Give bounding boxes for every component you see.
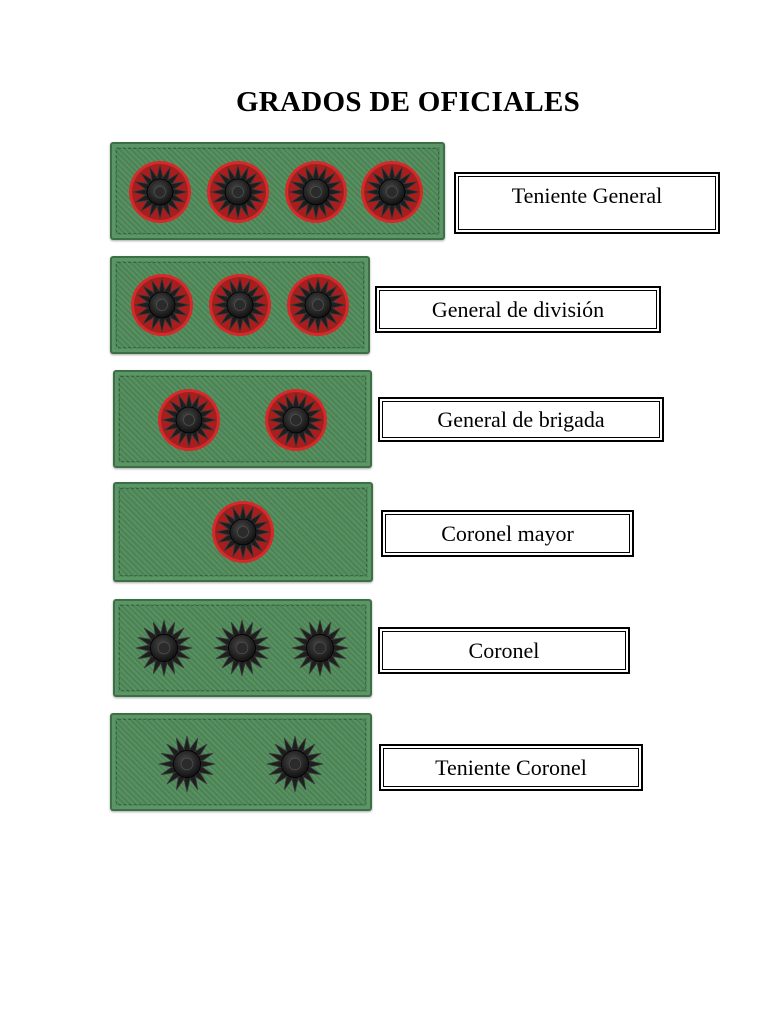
insignia-teniente-general bbox=[110, 142, 445, 240]
rank-label-box: General de brigada bbox=[378, 397, 664, 442]
rank-label-box: General de división bbox=[375, 286, 661, 333]
rank-label: Teniente General bbox=[511, 183, 663, 209]
insignia-coronel-mayor bbox=[113, 482, 373, 582]
insignia-teniente-coronel bbox=[110, 713, 372, 811]
sun-star-icon bbox=[156, 733, 218, 795]
sun-star-icon bbox=[211, 500, 275, 564]
sun-star-icon bbox=[284, 160, 348, 224]
sun-star-icon bbox=[211, 617, 273, 679]
sun-star-icon bbox=[289, 617, 351, 679]
insignia-coronel bbox=[113, 599, 372, 697]
rank-label-box: Coronel bbox=[378, 627, 630, 674]
rank-label-box: Coronel mayor bbox=[381, 510, 634, 557]
sun-star-icon bbox=[128, 160, 192, 224]
sun-star-icon bbox=[206, 160, 270, 224]
sun-star-icon bbox=[157, 388, 221, 452]
sun-star-icon bbox=[133, 617, 195, 679]
sun-star-icon bbox=[360, 160, 424, 224]
sun-star-icon bbox=[264, 388, 328, 452]
rank-label: Teniente Coronel bbox=[435, 754, 587, 780]
rank-label-box: Teniente General bbox=[454, 172, 720, 234]
insignia-general-de-brigada bbox=[113, 370, 372, 468]
rank-label: General de división bbox=[431, 296, 605, 322]
rank-label: Coronel mayor bbox=[441, 520, 574, 546]
rank-label-box: Teniente Coronel bbox=[379, 744, 643, 791]
sun-star-icon bbox=[130, 273, 194, 337]
sun-star-icon bbox=[286, 273, 350, 337]
sun-star-icon bbox=[264, 733, 326, 795]
rank-label: Coronel bbox=[468, 637, 540, 663]
sun-star-icon bbox=[208, 273, 272, 337]
rank-label: General de brigada bbox=[437, 406, 605, 432]
page-title: GRADOS DE OFICIALES bbox=[235, 86, 581, 118]
insignia-general-de-division bbox=[110, 256, 370, 354]
